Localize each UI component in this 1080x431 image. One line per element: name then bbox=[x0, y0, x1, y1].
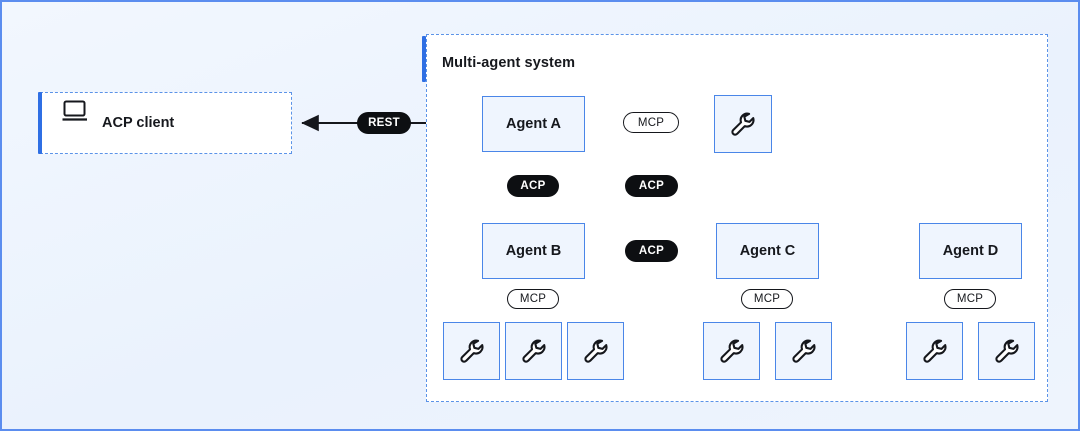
wrench-icon bbox=[583, 339, 608, 363]
tool-box-b-1[interactable] bbox=[443, 322, 500, 380]
agent-box-agent-a[interactable]: Agent A bbox=[482, 96, 585, 152]
tool-box-c-2[interactable] bbox=[775, 322, 832, 380]
wrench-icon bbox=[791, 339, 816, 363]
agent-box-agent-c[interactable]: Agent C bbox=[716, 223, 819, 279]
agent-label-b: Agent B bbox=[505, 243, 562, 259]
wrench-icon bbox=[731, 112, 755, 136]
tool-box-b-3[interactable] bbox=[567, 322, 624, 380]
agent-label-c: Agent C bbox=[739, 243, 796, 259]
wrench-icon bbox=[922, 339, 947, 363]
tool-box-a-1[interactable] bbox=[714, 95, 772, 153]
protocol-pill-acp-bus: ACP bbox=[625, 175, 678, 197]
region-title: Multi-agent system bbox=[442, 55, 576, 71]
protocol-pill-mcp-agent-a: MCP bbox=[623, 112, 679, 133]
tool-box-d-1[interactable] bbox=[906, 322, 963, 380]
client-accent-bar bbox=[38, 92, 42, 154]
protocol-pill-mcp-agent-b: MCP bbox=[507, 289, 559, 309]
tool-box-c-1[interactable] bbox=[703, 322, 760, 380]
laptop-icon bbox=[62, 100, 88, 122]
wrench-icon bbox=[459, 339, 484, 363]
protocol-pill-rest: REST bbox=[357, 112, 411, 134]
protocol-pill-mcp-agent-c: MCP bbox=[741, 289, 793, 309]
region-accent-bar bbox=[422, 36, 426, 82]
protocol-pill-mcp-agent-d: MCP bbox=[944, 289, 996, 309]
agent-label-d: Agent D bbox=[942, 243, 999, 259]
wrench-icon bbox=[719, 339, 744, 363]
wrench-icon bbox=[521, 339, 546, 363]
agent-box-agent-d[interactable]: Agent D bbox=[919, 223, 1022, 279]
agent-box-agent-b[interactable]: Agent B bbox=[482, 223, 585, 279]
protocol-pill-acp-b-c: ACP bbox=[625, 240, 678, 262]
protocol-pill-acp-a-b: ACP bbox=[507, 175, 559, 197]
tool-box-d-2[interactable] bbox=[978, 322, 1035, 380]
agent-label-a: Agent A bbox=[505, 116, 562, 132]
wrench-icon bbox=[994, 339, 1019, 363]
acp-client-label: ACP client bbox=[102, 115, 175, 131]
tool-box-b-2[interactable] bbox=[505, 322, 562, 380]
